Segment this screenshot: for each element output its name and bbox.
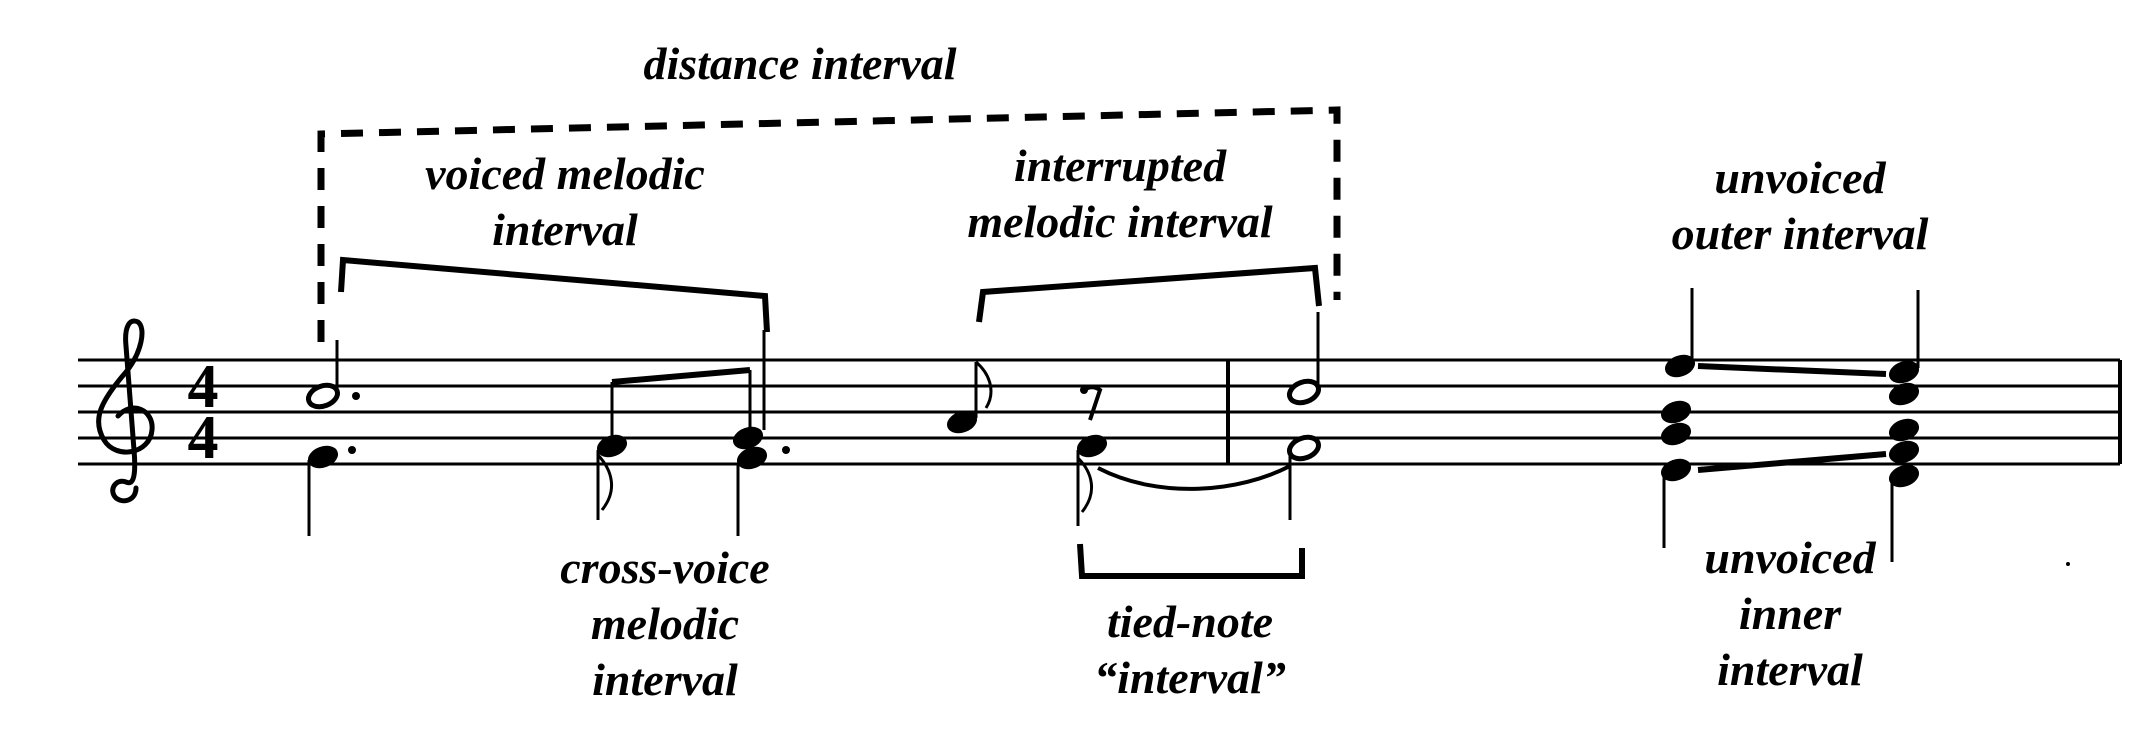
label-interrupted-melodic-interval: interrupted melodic interval <box>930 138 1310 250</box>
staff <box>78 358 2120 466</box>
outer-interval-line <box>1697 451 1887 473</box>
label-distance-interval: distance interval <box>560 36 1040 92</box>
tie <box>1097 464 1291 491</box>
note-quarter <box>1660 400 1692 424</box>
label-tied-note-interval: tied-note “interval” <box>1060 594 1320 706</box>
label-line: unvoiced <box>1714 152 1886 203</box>
label-line: inner <box>1738 588 1842 639</box>
time-signature: 4 4 <box>188 353 219 472</box>
time-signature-top: 4 <box>188 353 219 421</box>
label-line: cross-voice <box>560 542 770 593</box>
note-eighth <box>1076 434 1108 458</box>
tied-note-bracket <box>1077 543 1305 579</box>
augmentation-dot <box>782 446 790 454</box>
measure-2 <box>1097 288 1920 562</box>
label-line: interval <box>1717 644 1863 695</box>
label-line: outer interval <box>1671 208 1929 259</box>
label-cross-voice-melodic-interval: cross-voice melodic interval <box>520 540 810 708</box>
note-quarter <box>1888 418 1920 442</box>
note-quarter <box>1888 382 1920 406</box>
note-flag <box>1076 456 1094 513</box>
note-quarter <box>1664 354 1696 378</box>
note-flag <box>974 360 993 409</box>
note-quarter <box>307 445 339 469</box>
measure-1 <box>305 330 1108 536</box>
label-unvoiced-outer-interval: unvoiced outer interval <box>1630 150 1970 262</box>
note-quarter <box>1660 422 1692 446</box>
label-line: voiced melodic <box>425 148 705 199</box>
label-line: “interval” <box>1094 652 1286 703</box>
label-line: melodic <box>590 598 740 649</box>
label-line: melodic interval <box>967 196 1273 247</box>
interrupted-melodic-bracket <box>976 264 1322 323</box>
time-signature-bottom: 4 <box>188 404 219 472</box>
label-line: interrupted <box>1013 140 1227 191</box>
stray-dot <box>2066 562 2070 566</box>
label-line: unvoiced <box>1704 532 1876 583</box>
note-flag <box>596 453 614 511</box>
label-line: tied-note <box>1106 596 1274 647</box>
treble-clef-icon <box>96 318 155 504</box>
eighth-rest-dot <box>1080 386 1088 394</box>
outer-interval-line <box>1697 363 1887 377</box>
label-line: distance interval <box>643 38 957 89</box>
label-line: interval <box>492 204 638 255</box>
note-quarter <box>1888 360 1920 384</box>
note-half <box>1286 378 1322 406</box>
note-quarter <box>1888 464 1920 488</box>
label-voiced-melodic-interval: voiced melodic interval <box>380 146 750 258</box>
note-beam <box>611 367 751 385</box>
label-unvoiced-inner-interval: unvoiced inner interval <box>1660 530 1920 698</box>
augmentation-dot <box>352 392 360 400</box>
augmentation-dot <box>348 446 356 454</box>
note-quarter <box>1660 458 1692 482</box>
note-quarter <box>736 446 768 470</box>
voiced-melodic-bracket <box>338 256 770 333</box>
label-line: interval <box>592 654 738 705</box>
note-quarter <box>1888 440 1920 464</box>
brackets <box>317 106 1341 579</box>
